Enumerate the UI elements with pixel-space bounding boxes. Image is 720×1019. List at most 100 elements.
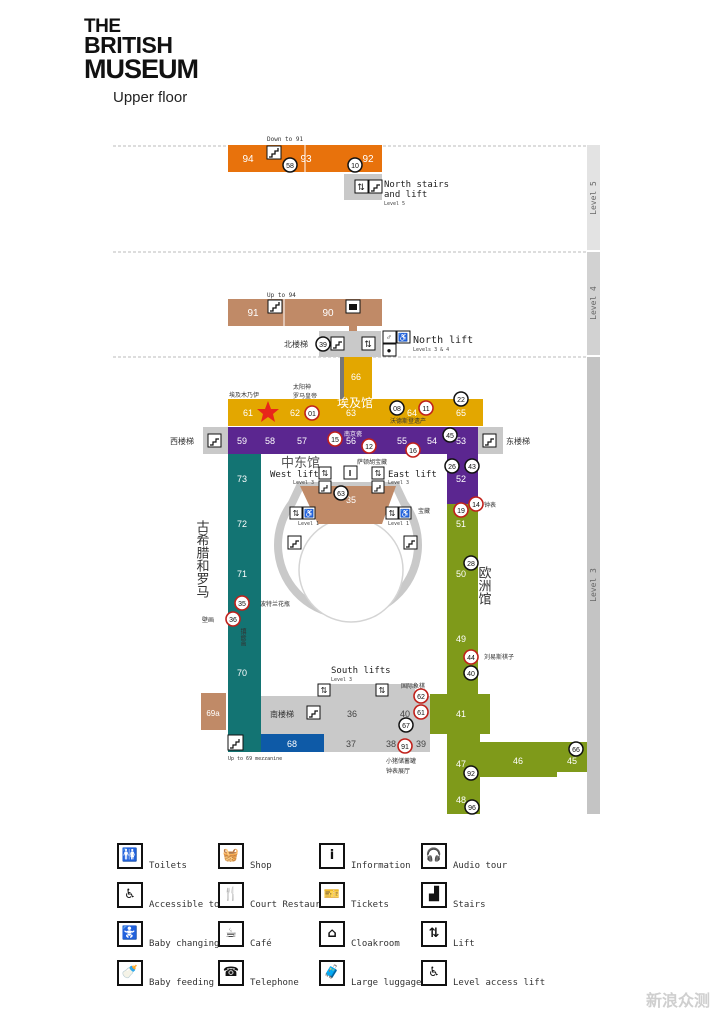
and-lift-label: and lift (384, 190, 427, 200)
highlight-marker-39[interactable] (315, 336, 331, 352)
svg-text:古希腊和罗马: 古希腊和罗马 (195, 520, 210, 598)
mummy-cn-label: 埃及木乃伊 (229, 391, 259, 399)
reading-room-circle (298, 517, 404, 623)
svg-text:69a: 69a (206, 709, 220, 718)
clock-cn-label: 钟表 (484, 501, 496, 509)
lady-cn-label: 小猪储蓄罐 (386, 757, 416, 765)
svg-text:72: 72 (237, 519, 247, 529)
bust-cn-label: 罗马皇帝 (293, 392, 317, 400)
svg-text:62: 62 (290, 408, 300, 418)
room-69a[interactable] (201, 693, 226, 730)
svg-text:58: 58 (286, 163, 294, 170)
highlight-marker-26[interactable] (444, 458, 460, 474)
svg-text:43: 43 (468, 464, 476, 471)
room-68[interactable] (261, 734, 324, 752)
highlight-marker-63[interactable] (333, 485, 349, 501)
svg-text:38: 38 (386, 739, 396, 749)
svg-text:欧洲馆: 欧洲馆 (477, 566, 492, 605)
highlight-marker-66[interactable] (568, 741, 584, 757)
svg-text:96: 96 (468, 805, 476, 812)
legend-glyph: ⌂ (327, 926, 337, 941)
stairs-icon (207, 433, 222, 448)
cafe-icon: ☕ (218, 921, 244, 947)
highlight-marker-96[interactable] (464, 799, 480, 815)
svg-text:66: 66 (351, 372, 361, 382)
room-37-38-39[interactable] (324, 734, 430, 752)
svg-text:53: 53 (456, 436, 466, 446)
east-level-1: Level 1 (388, 521, 409, 527)
svg-text:⇅: ⇅ (379, 686, 386, 695)
wallpaper-cn-label: 壁画 (202, 616, 214, 624)
legend-glyph: 🍴 (222, 887, 240, 902)
room-94-label: 94 (242, 154, 254, 165)
room-35[interactable] (300, 486, 396, 524)
highlight-marker-44[interactable] (463, 649, 479, 665)
highlight-marker-15[interactable] (327, 431, 343, 447)
highlight-marker-35[interactable] (234, 595, 250, 611)
svg-text:48: 48 (456, 795, 466, 805)
highlight-marker-91[interactable] (397, 738, 413, 754)
highlight-marker-16[interactable] (405, 442, 421, 458)
svg-text:54: 54 (427, 436, 437, 446)
legend-label: Café (250, 939, 272, 949)
level-4-bar (587, 252, 600, 355)
svg-text:73: 73 (237, 474, 247, 484)
legend-label: Baby changing (149, 939, 220, 949)
highlight-marker-14[interactable] (468, 496, 484, 512)
legend-label: Court Restaurant (250, 900, 337, 910)
svg-text:⇅: ⇅ (357, 182, 365, 192)
svg-text:22: 22 (457, 397, 465, 404)
legend-label: Accessible toilet (149, 900, 242, 910)
mosaic-cn-label: 镶嵌画 (239, 627, 246, 647)
accessible-toilet-icon (396, 330, 411, 344)
room-46[interactable] (480, 742, 557, 777)
svg-text:92: 92 (467, 771, 475, 778)
svg-text:49: 49 (456, 634, 466, 644)
svg-text:14: 14 (472, 502, 480, 509)
treasure-cn-label: 宝藏 (418, 507, 430, 515)
highlight-marker-58-top[interactable] (282, 157, 298, 173)
baby-changing-icon: 🚼 (117, 921, 143, 947)
highlight-marker-22[interactable] (453, 391, 469, 407)
highlight-marker-67[interactable] (398, 717, 414, 733)
highlight-marker-92[interactable] (463, 765, 479, 781)
highlight-marker-01[interactable] (304, 405, 320, 421)
lift-icon (354, 179, 369, 194)
south-lifts-level: Level 3 (331, 677, 352, 683)
svg-text:⇅: ⇅ (375, 469, 382, 478)
down-to-91-label: Down to 91 (267, 136, 304, 143)
lift-icon (317, 683, 331, 697)
highlight-marker-19[interactable] (453, 502, 469, 518)
north-lift-label: North lift (413, 335, 473, 346)
highlight-marker-45[interactable] (442, 427, 458, 443)
highlight-marker-12[interactable] (361, 438, 377, 454)
highlight-marker-62[interactable] (413, 688, 429, 704)
svg-text:16: 16 (409, 448, 417, 455)
room-66[interactable] (340, 357, 372, 399)
europe-rooms-51-49[interactable] (447, 504, 478, 694)
highlight-marker-43[interactable] (464, 458, 480, 474)
west-lift-label: West lift (270, 470, 319, 480)
legend-glyph: ☎ (222, 965, 240, 980)
svg-text:51: 51 (456, 519, 466, 529)
svg-text:⇅: ⇅ (321, 686, 328, 695)
accessible-toilet-icon (302, 506, 316, 520)
highlight-marker-11[interactable] (418, 400, 434, 416)
legend-glyph: 🧳 (323, 965, 341, 980)
highlight-marker-61[interactable] (413, 704, 429, 720)
greece-rome-rooms-73-69[interactable] (228, 454, 261, 704)
svg-text:70: 70 (237, 668, 247, 678)
highlight-marker-08[interactable] (389, 400, 405, 416)
baby-feeding-icon: 🍼 (117, 960, 143, 986)
highlight-marker-28[interactable] (463, 555, 479, 571)
stairs-icon: ▟ (421, 882, 447, 908)
middle-east-rooms-59-53[interactable] (228, 427, 478, 454)
svg-text:●: ● (387, 346, 392, 355)
highlight-marker-36[interactable] (225, 611, 241, 627)
svg-text:10: 10 (351, 163, 359, 170)
svg-text:63: 63 (346, 408, 356, 418)
highlight-marker-40[interactable] (463, 665, 479, 681)
highlight-marker-10[interactable] (347, 157, 363, 173)
room-41[interactable] (430, 694, 490, 734)
